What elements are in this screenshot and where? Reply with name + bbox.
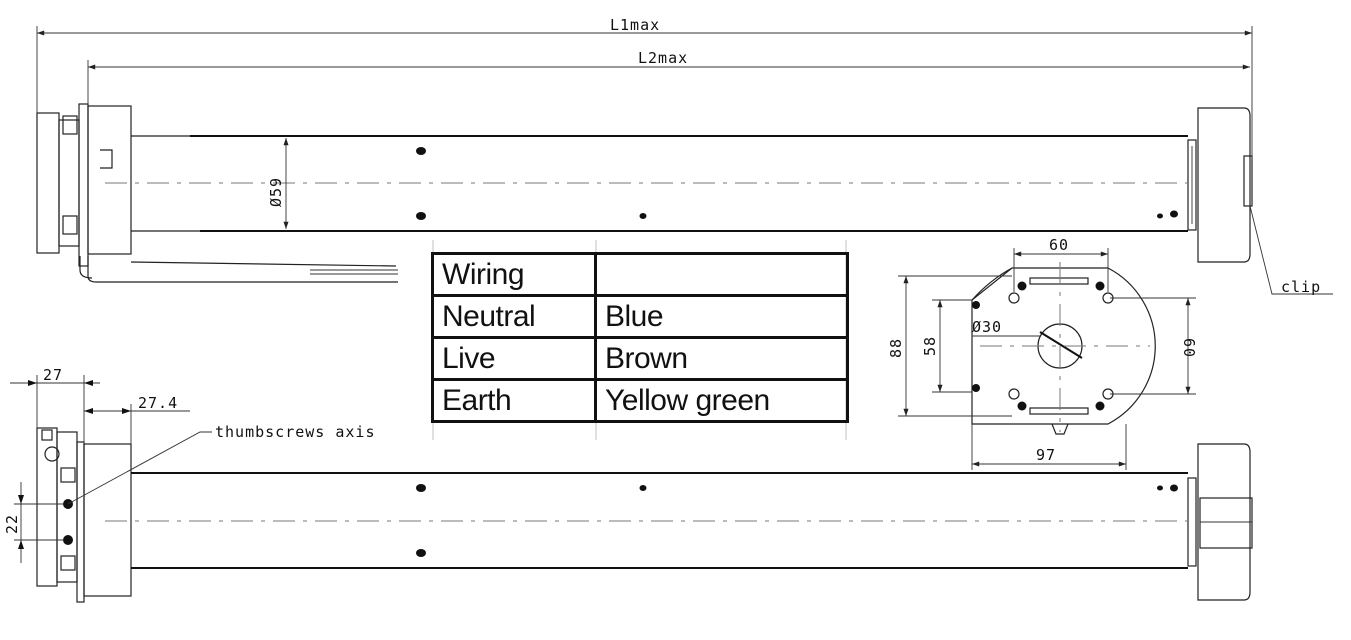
- bracket-height-outer-label: 88: [887, 338, 905, 358]
- wire-label: Live: [431, 336, 597, 381]
- wire-label: Neutral: [431, 294, 597, 339]
- clip-label: clip: [1281, 278, 1321, 296]
- wiring-header-value: [594, 252, 849, 297]
- thumbscrews-axis-label: thumbscrews axis: [215, 423, 376, 441]
- head-depth-label: 27: [43, 366, 63, 384]
- length-dimensions: L1max L2max: [36, 16, 1253, 160]
- bracket-front-view: 60 88 58 Ø30 60 97: [887, 236, 1198, 470]
- wire-color: Yellow green: [594, 378, 849, 423]
- tube-diameter-label: Ø59: [267, 177, 285, 207]
- bracket-height-right-label: 60: [1180, 338, 1198, 358]
- wiring-table: Wiring Neutral Blue Live Brown Earth Yel…: [431, 252, 849, 423]
- table-row: Live Brown: [431, 336, 849, 381]
- wire-color: Blue: [594, 294, 849, 339]
- bracket-height-inner-label: 58: [921, 336, 939, 356]
- table-row: Neutral Blue: [431, 294, 849, 339]
- bottom-motor-view: 27 27.4 thumbscrews axis 22: [3, 366, 1253, 603]
- l1max-label: L1max: [610, 16, 660, 34]
- bracket-hole-diameter-label: Ø30: [972, 318, 1002, 336]
- l2max-label: L2max: [638, 49, 688, 67]
- bracket-width-top-label: 60: [1049, 236, 1069, 254]
- bracket-width-bottom-label: 97: [1036, 446, 1056, 464]
- screw-spacing-label: 22: [3, 514, 21, 534]
- table-row: Wiring: [431, 252, 849, 297]
- wire-color: Brown: [594, 336, 849, 381]
- wiring-header-label: Wiring: [431, 252, 597, 297]
- head-offset-label: 27.4: [138, 394, 178, 412]
- table-row: Earth Yellow green: [431, 378, 849, 423]
- top-motor-view: Ø59 clip: [36, 103, 1333, 296]
- wire-label: Earth: [431, 378, 597, 423]
